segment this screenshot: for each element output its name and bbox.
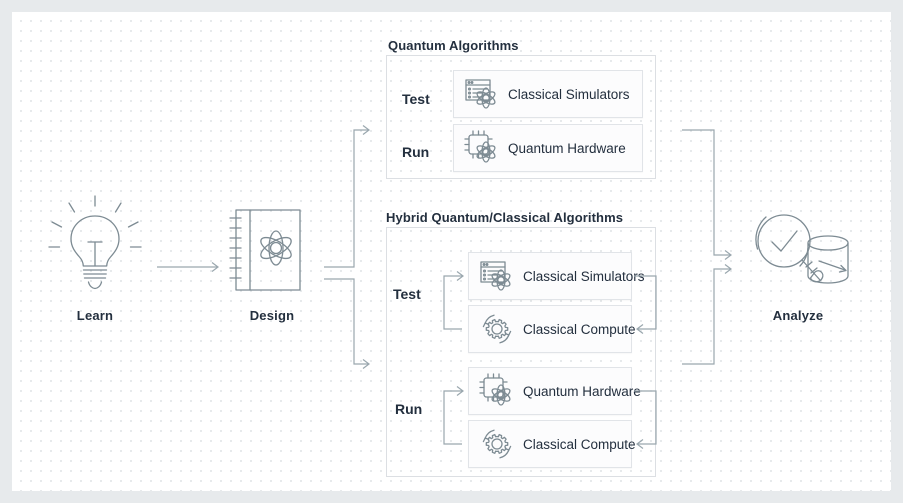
card-hybrid-run-classical-compute[interactable]: Classical Compute	[468, 420, 636, 468]
section-title-hybrid: Hybrid Quantum/Classical Algorithms	[386, 210, 624, 225]
chip-atom-icon	[462, 128, 502, 168]
quantum-group-box	[386, 55, 656, 179]
arrow-learn-to-design	[157, 257, 227, 277]
window-atom-icon	[462, 74, 502, 114]
arrow-hybrid-test-loop-right	[632, 252, 662, 353]
magnifier-check-database-icon	[742, 204, 854, 296]
card-quantum-run-quantum-hardware[interactable]: Quantum Hardware	[453, 124, 643, 172]
stage-label-design: Design	[249, 308, 295, 323]
card-hybrid-test-classical-simulators[interactable]: Classical Simulators	[468, 252, 645, 300]
hybrid-group-box	[386, 227, 656, 477]
card-label: Classical Compute	[523, 321, 636, 337]
gear-cycle-icon	[477, 309, 517, 349]
arrow-merge-to-analyze	[682, 122, 744, 372]
mode-label-hybrid-run: Run	[395, 401, 423, 417]
arrow-hybrid-run-loop-right	[632, 367, 662, 468]
section-title-quantum: Quantum Algorithms	[388, 38, 519, 53]
chip-atom-icon	[477, 371, 517, 411]
card-label: Classical Simulators	[508, 86, 630, 102]
card-label: Quantum Hardware	[523, 383, 641, 399]
arrow-design-branch	[324, 122, 384, 372]
arrow-hybrid-run-loop-left	[440, 367, 468, 468]
card-quantum-test-classical-simulators[interactable]: Classical Simulators	[453, 70, 643, 118]
stage-label-analyze: Analyze	[772, 308, 824, 323]
card-hybrid-test-classical-compute[interactable]: Classical Compute	[468, 305, 636, 353]
diagram-canvas: Learn	[12, 12, 891, 491]
stage-label-learn: Learn	[76, 308, 114, 323]
card-hybrid-run-quantum-hardware[interactable]: Quantum Hardware	[468, 367, 641, 415]
card-label: Classical Compute	[523, 436, 636, 452]
notebook-atom-icon	[224, 202, 320, 298]
mode-label-quantum-test: Test	[402, 91, 430, 107]
lightbulb-icon	[45, 190, 145, 290]
arrow-hybrid-test-loop-left	[440, 252, 468, 353]
gear-cycle-icon	[477, 424, 517, 464]
window-atom-icon	[477, 256, 517, 296]
mode-label-hybrid-test: Test	[393, 286, 421, 302]
card-label: Classical Simulators	[523, 268, 645, 284]
card-label: Quantum Hardware	[508, 140, 626, 156]
mode-label-quantum-run: Run	[402, 144, 430, 160]
